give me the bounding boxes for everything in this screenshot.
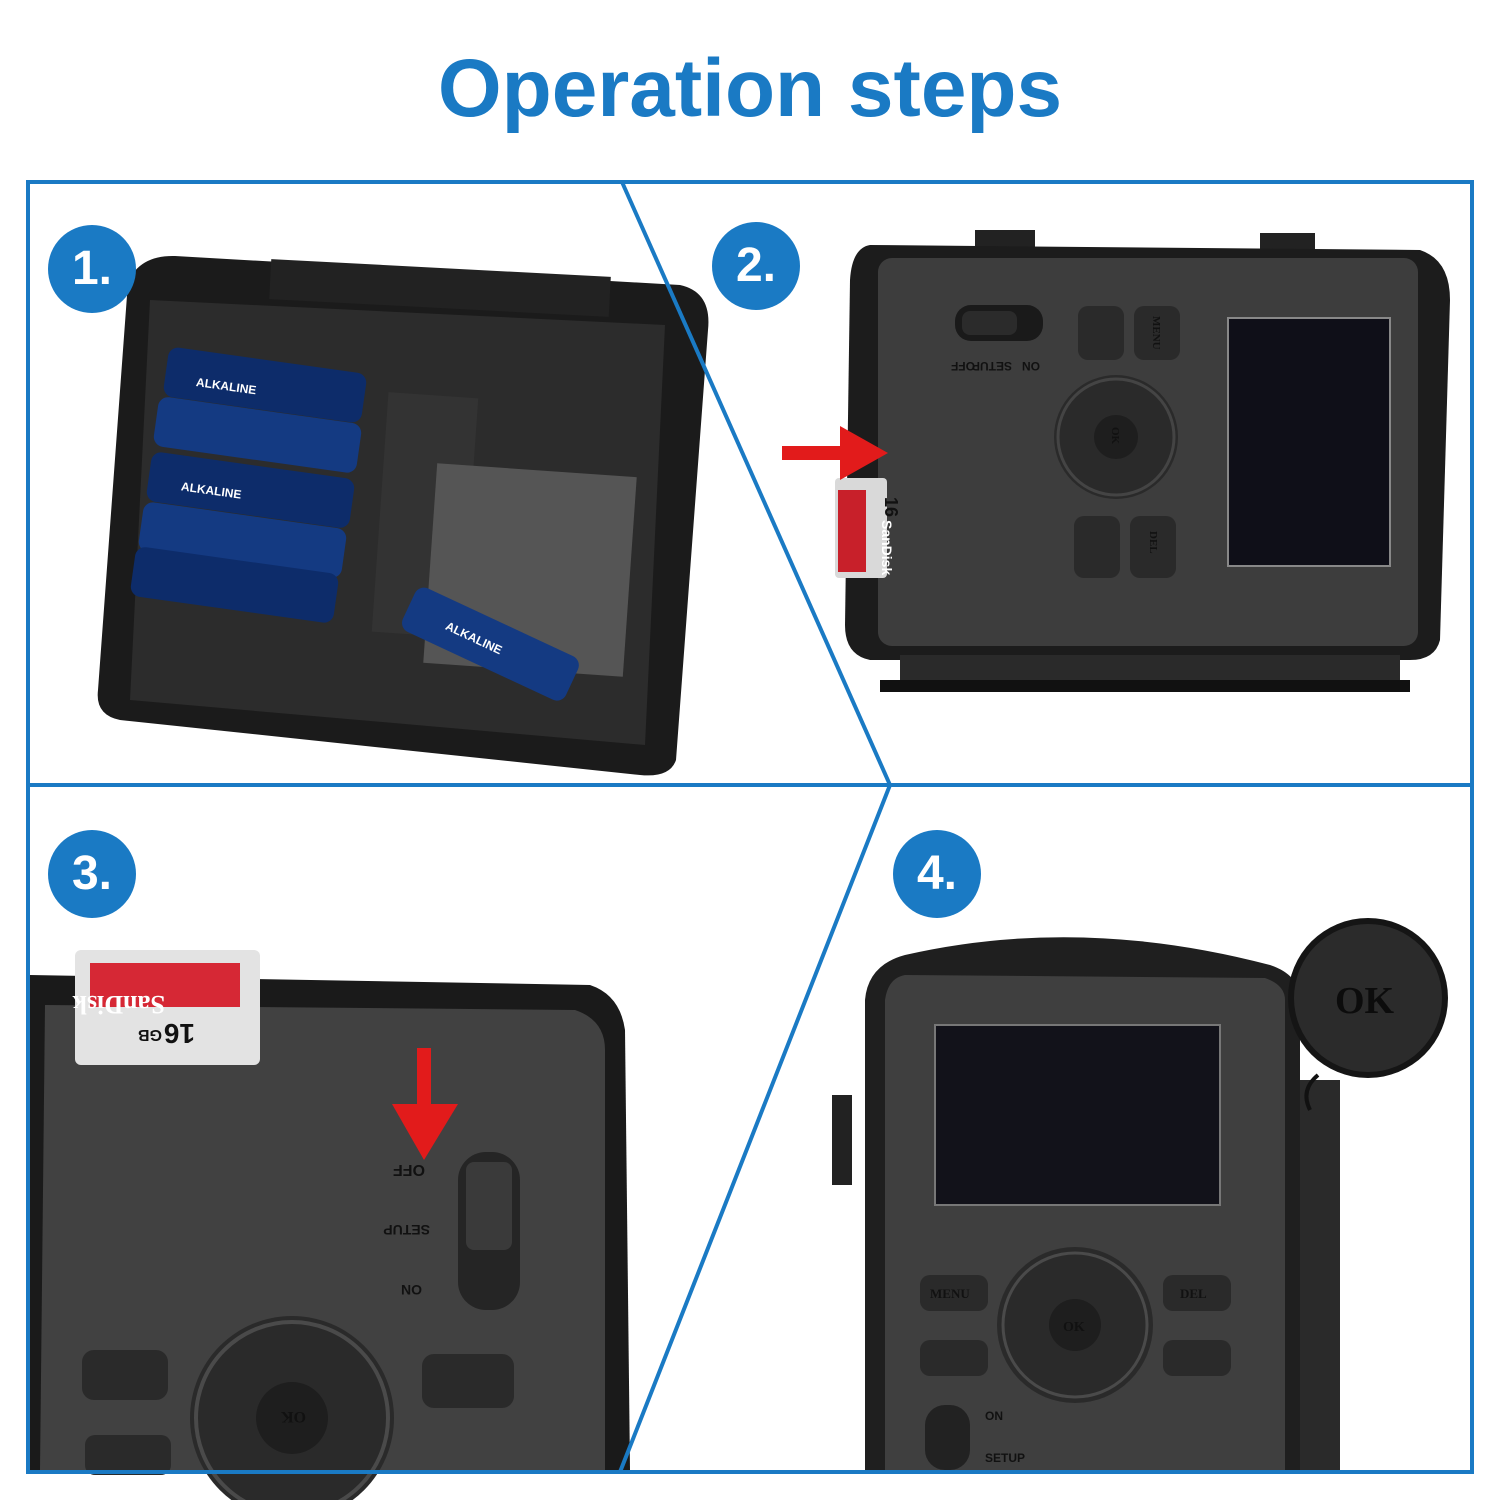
menu-button-label-4: MENU xyxy=(930,1286,970,1301)
ok-button-label-3: OK xyxy=(281,1408,306,1425)
switch-off-label: OFF xyxy=(951,359,975,373)
switch-off-label-3: OFF xyxy=(393,1161,425,1178)
panel-3-power-switch-photo: SanDisk 16 GB OFF SETUP ON OK xyxy=(30,950,630,1500)
sd-brand-label: SanDisk xyxy=(879,520,895,575)
switch-arrow-icon xyxy=(392,1048,458,1160)
sd-capacity-label-3: 16 xyxy=(164,1018,195,1049)
ok-button-label: OK xyxy=(1109,427,1121,445)
step-4-badge: 4. xyxy=(893,830,981,918)
panel-2-sd-insert-photo: ON SETUP OFF MENU OK DEL SanDisk 16 xyxy=(782,230,1450,692)
sd-brand-label-3: SanDisk xyxy=(72,990,165,1019)
panel-4-ok-button-photo: MENU DEL OK ON SETUP OK xyxy=(832,918,1448,1470)
switch-on-label: ON xyxy=(1022,359,1040,373)
step-3-badge: 3. xyxy=(48,830,136,918)
switch-on-label-3: ON xyxy=(401,1282,422,1298)
switch-on-label-4: ON xyxy=(985,1409,1003,1423)
ok-button-label-4: OK xyxy=(1063,1320,1085,1335)
zoom-ok-label: OK xyxy=(1335,980,1395,1022)
sd-capacity-label: 16 xyxy=(881,497,901,517)
switch-setup-label: SETUP xyxy=(972,359,1012,373)
step-2-badge: 2. xyxy=(712,222,800,310)
insert-arrow-icon xyxy=(782,426,888,480)
switch-setup-label-3: SETUP xyxy=(383,1222,430,1238)
page-title: Operation steps xyxy=(437,43,1063,134)
panel-frames xyxy=(26,180,1474,1474)
step-1-badge: 1. xyxy=(48,225,136,313)
ok-button-zoom: OK xyxy=(1288,918,1448,1111)
menu-button-label: MENU xyxy=(1150,316,1162,350)
panel-1-battery-photo: ALKALINE ALKALINE ALKALINE xyxy=(97,255,709,776)
battery-stack: ALKALINE ALKALINE xyxy=(130,347,367,623)
sd-unit-label-3: GB xyxy=(138,1026,162,1043)
switch-setup-label-4: SETUP xyxy=(985,1451,1025,1465)
del-button-label: DEL xyxy=(1147,531,1159,554)
del-button-label-4: DEL xyxy=(1180,1286,1207,1301)
